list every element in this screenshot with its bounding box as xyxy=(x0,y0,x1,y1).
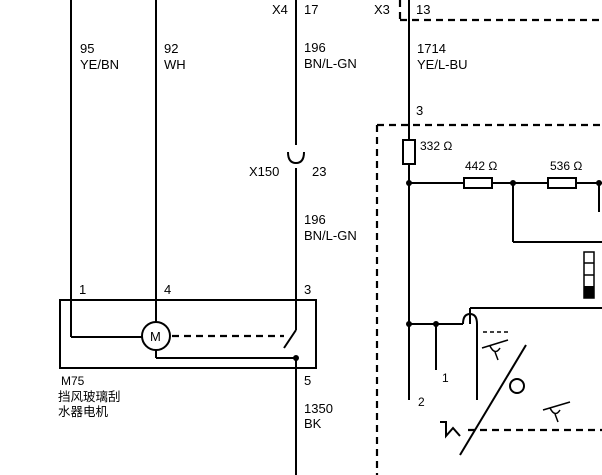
motor-pin-5: 5 xyxy=(304,373,311,388)
module-switch-pos-1: 1 xyxy=(442,371,449,385)
resistor-536 xyxy=(547,177,577,189)
module-switch-blade xyxy=(459,344,527,456)
module-ground-symbol xyxy=(440,421,461,439)
wire-196-lower-number: 196 xyxy=(304,212,326,227)
wiper-blade-icon xyxy=(481,339,509,361)
wire-196-lower-color: BN/L-GN xyxy=(304,228,357,243)
wire-1350-number: 1350 xyxy=(304,401,333,416)
wire-92-number: 92 xyxy=(164,41,178,56)
connector-x3-label: X3 xyxy=(374,2,390,17)
connector-x150-symbol xyxy=(287,151,305,165)
motor-pin-1: 1 xyxy=(79,282,86,297)
resistor-442 xyxy=(463,177,493,189)
resistor-536-label: 536 Ω xyxy=(550,159,582,173)
motor-id: M75 xyxy=(61,374,85,388)
connector-x3-pin: 13 xyxy=(416,2,430,17)
connector-x150-label: X150 xyxy=(249,164,279,179)
module-relay-contact xyxy=(509,378,525,394)
wire-95-number: 95 xyxy=(80,41,94,56)
wiper-blade-icon-2 xyxy=(542,401,571,423)
motor-symbol-label: M xyxy=(150,329,161,344)
motor-name-line2: 水器电机 xyxy=(58,404,109,419)
wire-95-color: YE/BN xyxy=(80,57,119,72)
park-switch-blade xyxy=(283,329,297,349)
wire-92-color: WH xyxy=(164,57,186,72)
wire-1714-number: 1714 xyxy=(417,41,446,56)
motor-component-box xyxy=(59,299,317,369)
resistor-442-label: 442 Ω xyxy=(465,159,497,173)
wire-1714-color: YE/L-BU xyxy=(417,57,468,72)
wire-196-upper-number: 196 xyxy=(304,40,326,55)
motor-pin-4: 4 xyxy=(164,282,171,297)
module-pin-3: 3 xyxy=(416,103,423,118)
motor-pin-3: 3 xyxy=(304,282,311,297)
resistor-332-label: 332 Ω xyxy=(420,139,452,153)
connector-x150-pin: 23 xyxy=(312,164,326,179)
wire-196-upper-color: BN/L-GN xyxy=(304,56,357,71)
module-switch-pos-2: 2 xyxy=(418,395,425,409)
resistor-332 xyxy=(402,139,416,165)
connector-x4-label: X4 xyxy=(272,2,288,17)
connector-x4-pin: 17 xyxy=(304,2,318,17)
motor-name-line1: 挡风玻璃刮 xyxy=(58,389,121,404)
wire-1350-color: BK xyxy=(304,416,322,431)
